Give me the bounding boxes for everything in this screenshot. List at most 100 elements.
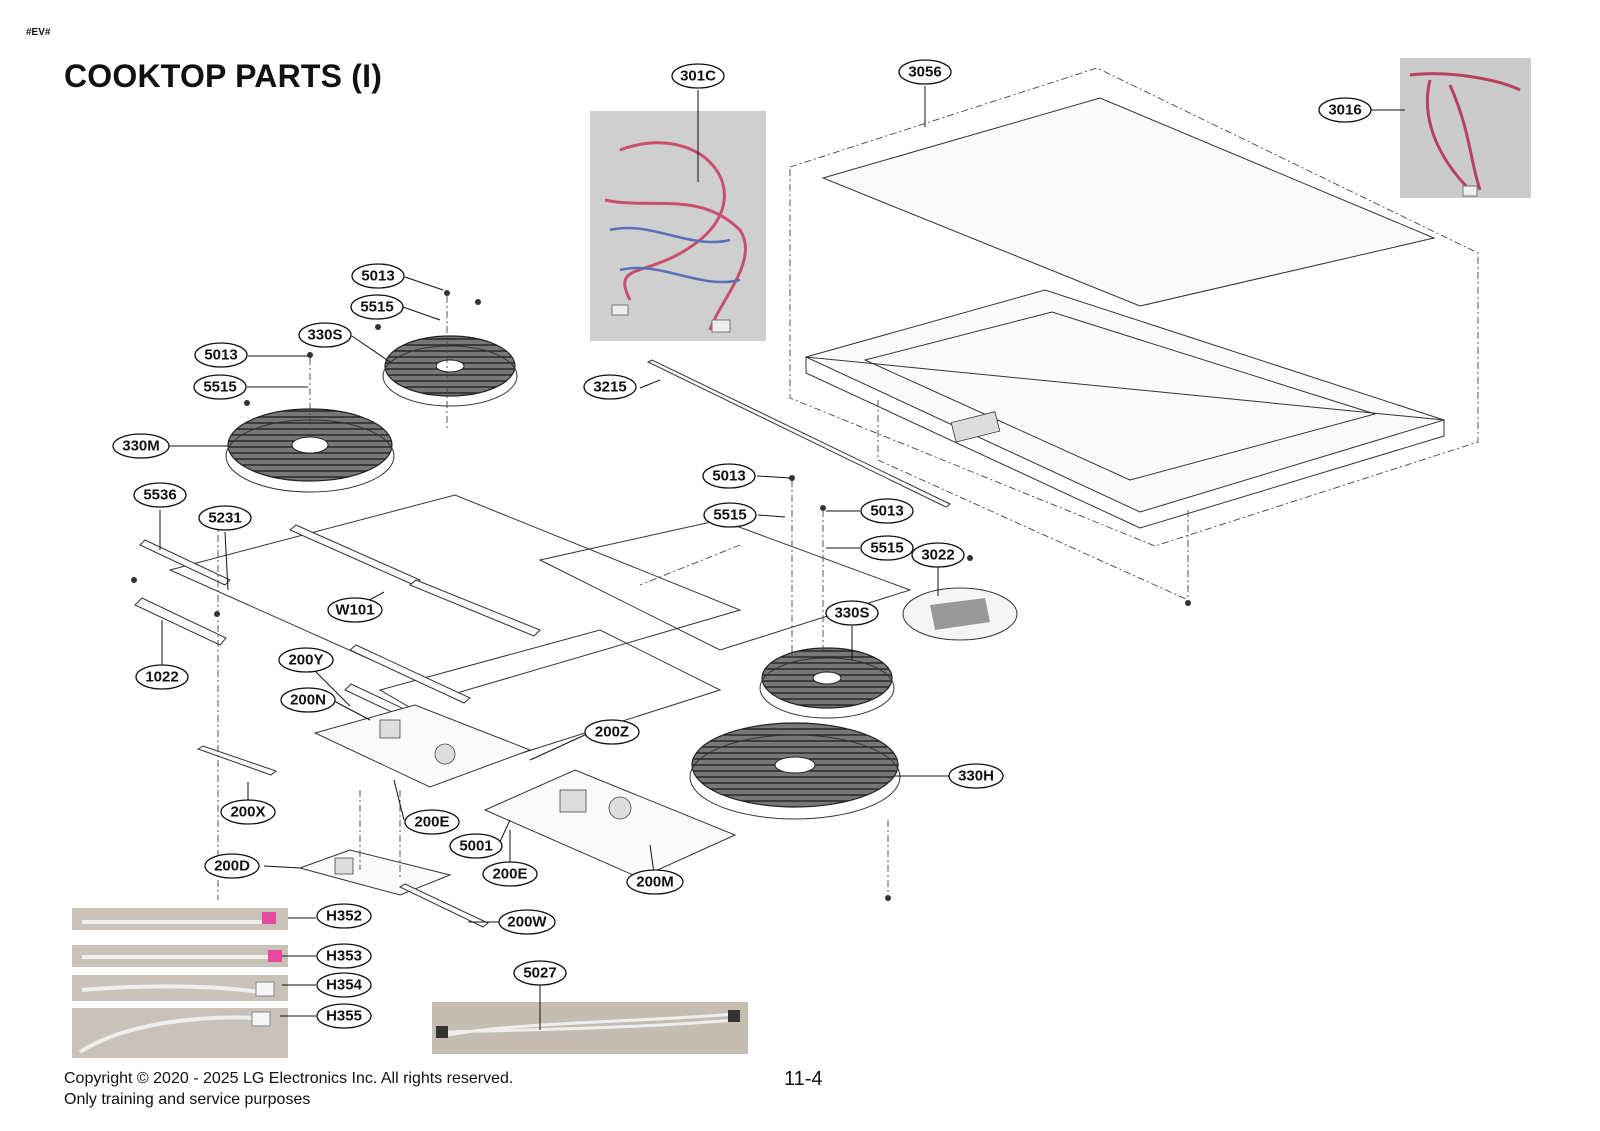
callout-5515-c[interactable]: 5515 — [703, 502, 757, 528]
callout-label: W101 — [335, 602, 374, 619]
glass-panel — [821, 97, 1436, 307]
copyright-text: Copyright © 2020 - 2025 LG Electronics I… — [64, 1070, 514, 1087]
callout-200M[interactable]: 200M — [626, 869, 684, 895]
callout-200N[interactable]: 200N — [280, 687, 336, 713]
callout-label: 5515 — [713, 507, 746, 524]
callout-label: H353 — [326, 948, 362, 965]
frame-opening — [863, 311, 1377, 481]
trim-strip — [646, 359, 951, 508]
callout-H353[interactable]: H353 — [316, 943, 372, 969]
callout-5013-b[interactable]: 5013 — [194, 342, 248, 368]
callout-200X[interactable]: 200X — [220, 799, 276, 825]
cooktop-frame — [804, 289, 1446, 513]
callout-H354[interactable]: H354 — [316, 972, 372, 998]
page-number: 11-4 — [784, 1068, 823, 1090]
callout-200E-b[interactable]: 200E — [482, 861, 538, 887]
harness-5027-photo — [432, 1002, 748, 1054]
callout-5013-c[interactable]: 5013 — [702, 463, 756, 489]
callout-label: 200Z — [595, 724, 629, 741]
callout-5515-a[interactable]: 5515 — [350, 294, 404, 320]
callout-label: 5536 — [143, 487, 176, 504]
callout-label: 5515 — [870, 540, 903, 557]
callout-label: 1022 — [145, 669, 178, 686]
usage-note: Only training and service purposes — [64, 1091, 311, 1108]
callout-label: H355 — [326, 1008, 362, 1025]
pcb-boards — [196, 704, 737, 928]
callout-label: 3016 — [1328, 102, 1361, 119]
callout-200W[interactable]: 200W — [498, 909, 556, 935]
callout-330M[interactable]: 330M — [112, 433, 170, 459]
leader-lines — [159, 86, 1405, 1030]
callout-label: 200M — [636, 874, 674, 891]
callout-label: 330H — [958, 768, 994, 785]
callout-H352[interactable]: H352 — [316, 903, 372, 929]
callout-5536[interactable]: 5536 — [133, 482, 187, 508]
callout-label: 200N — [290, 692, 326, 709]
callout-H355[interactable]: H355 — [316, 1003, 372, 1029]
callout-label: 5013 — [361, 268, 394, 285]
brackets — [134, 524, 541, 747]
callout-label: 301C — [680, 68, 716, 85]
callout-label: H354 — [326, 977, 363, 994]
base-chassis — [168, 494, 912, 761]
callout-label: 3215 — [593, 379, 626, 396]
document-code: #EV# — [26, 27, 51, 38]
callout-label: 5231 — [208, 510, 241, 527]
callout-label: 3056 — [908, 64, 941, 81]
callout-label: 5013 — [712, 468, 745, 485]
callout-200D[interactable]: 200D — [204, 853, 260, 879]
page-title: COOKTOP PARTS (I) — [64, 58, 383, 94]
callout-3016[interactable]: 3016 — [1318, 97, 1372, 123]
burner-large-right — [689, 722, 901, 820]
sensor-wire-photos — [72, 908, 288, 1058]
callout-label: 5013 — [204, 347, 237, 364]
callout-5231[interactable]: 5231 — [198, 505, 252, 531]
frame-edge — [805, 356, 1445, 529]
assembly-boundary — [789, 67, 1479, 547]
callout-W101[interactable]: W101 — [327, 597, 383, 623]
callout-1022[interactable]: 1022 — [135, 664, 189, 690]
callout-5013-d[interactable]: 5013 — [860, 498, 914, 524]
callout-label: 5515 — [360, 299, 393, 316]
screws — [131, 290, 1191, 901]
callout-label: 330S — [307, 327, 342, 344]
callout-label: 330M — [122, 438, 160, 455]
callout-label: 330S — [834, 605, 869, 622]
callout-label: 5515 — [203, 379, 236, 396]
burner-small-right — [759, 647, 895, 719]
callout-200Y[interactable]: 200Y — [278, 647, 334, 673]
callout-3022[interactable]: 3022 — [911, 542, 965, 568]
callout-label: 200X — [230, 804, 265, 821]
callout-label: 200Y — [288, 652, 323, 669]
callout-label: H352 — [326, 908, 362, 925]
callout-200Z[interactable]: 200Z — [584, 719, 640, 745]
glass-top-assembly — [789, 67, 1479, 547]
callout-3056[interactable]: 3056 — [898, 59, 952, 85]
wire-harness-photo — [590, 111, 766, 341]
harness-3016-photo — [1400, 58, 1531, 198]
callout-label: 200D — [214, 858, 250, 875]
callout-330H[interactable]: 330H — [948, 763, 1004, 789]
callout-label: 5013 — [870, 503, 903, 520]
assembly-guide-lines — [217, 296, 1189, 900]
callout-330S-a[interactable]: 330S — [298, 322, 352, 348]
callout-label: 200E — [492, 866, 527, 883]
callout-5515-d[interactable]: 5515 — [860, 535, 914, 561]
callout-5027[interactable]: 5027 — [513, 960, 567, 986]
callout-301C[interactable]: 301C — [671, 63, 725, 89]
callout-label: 5001 — [459, 838, 492, 855]
callout-label: 200E — [414, 814, 449, 831]
callout-200E-a[interactable]: 200E — [404, 809, 460, 835]
callout-label: 200W — [507, 914, 547, 931]
control-panel — [950, 411, 1001, 443]
callout-330S-b[interactable]: 330S — [825, 600, 879, 626]
callout-3215[interactable]: 3215 — [583, 374, 637, 400]
burner-small-rear-left — [382, 335, 518, 407]
callout-5001[interactable]: 5001 — [449, 833, 503, 859]
sensor-disc — [902, 587, 1018, 641]
callout-label: 5027 — [523, 965, 556, 982]
callout-5013-a[interactable]: 5013 — [351, 263, 405, 289]
callout-5515-b[interactable]: 5515 — [193, 374, 247, 400]
